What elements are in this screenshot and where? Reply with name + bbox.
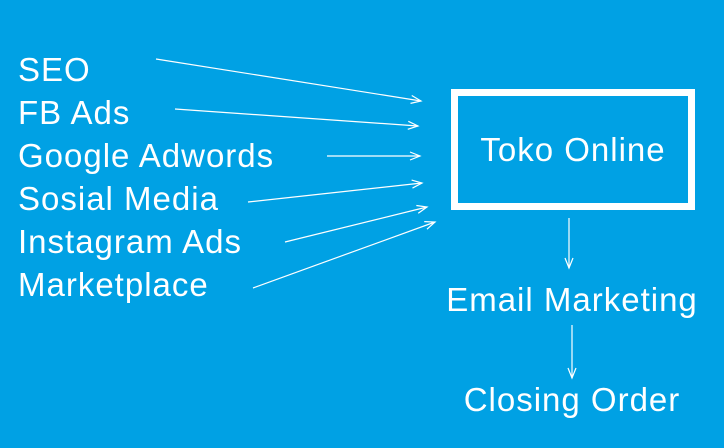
arrow-marketplace-to-store bbox=[252, 221, 437, 289]
source-label-google-adwords: Google Adwords bbox=[18, 137, 275, 174]
arrow-seo-to-store bbox=[155, 58, 423, 104]
closing-order-label: Closing Order bbox=[463, 381, 681, 418]
arrow-sosial-media-to-store bbox=[247, 179, 424, 203]
source-label-marketplace: Marketplace bbox=[18, 266, 209, 303]
arrow-fb-ads-to-store bbox=[174, 108, 420, 130]
source-label-seo: SEO bbox=[18, 51, 91, 88]
email-marketing-label: Email Marketing bbox=[446, 281, 698, 318]
arrow-instagram-ads-to-store bbox=[284, 204, 429, 243]
toko-online-box: Toko Online bbox=[451, 89, 695, 210]
traffic-source-list: SEO FB Ads Google Adwords Sosial Media I… bbox=[18, 48, 274, 306]
source-label-fb-ads: FB Ads bbox=[18, 94, 131, 131]
toko-online-label: Toko Online bbox=[480, 130, 666, 168]
source-label-instagram-ads: Instagram Ads bbox=[18, 223, 242, 260]
source-label-sosial-media: Sosial Media bbox=[18, 180, 219, 217]
